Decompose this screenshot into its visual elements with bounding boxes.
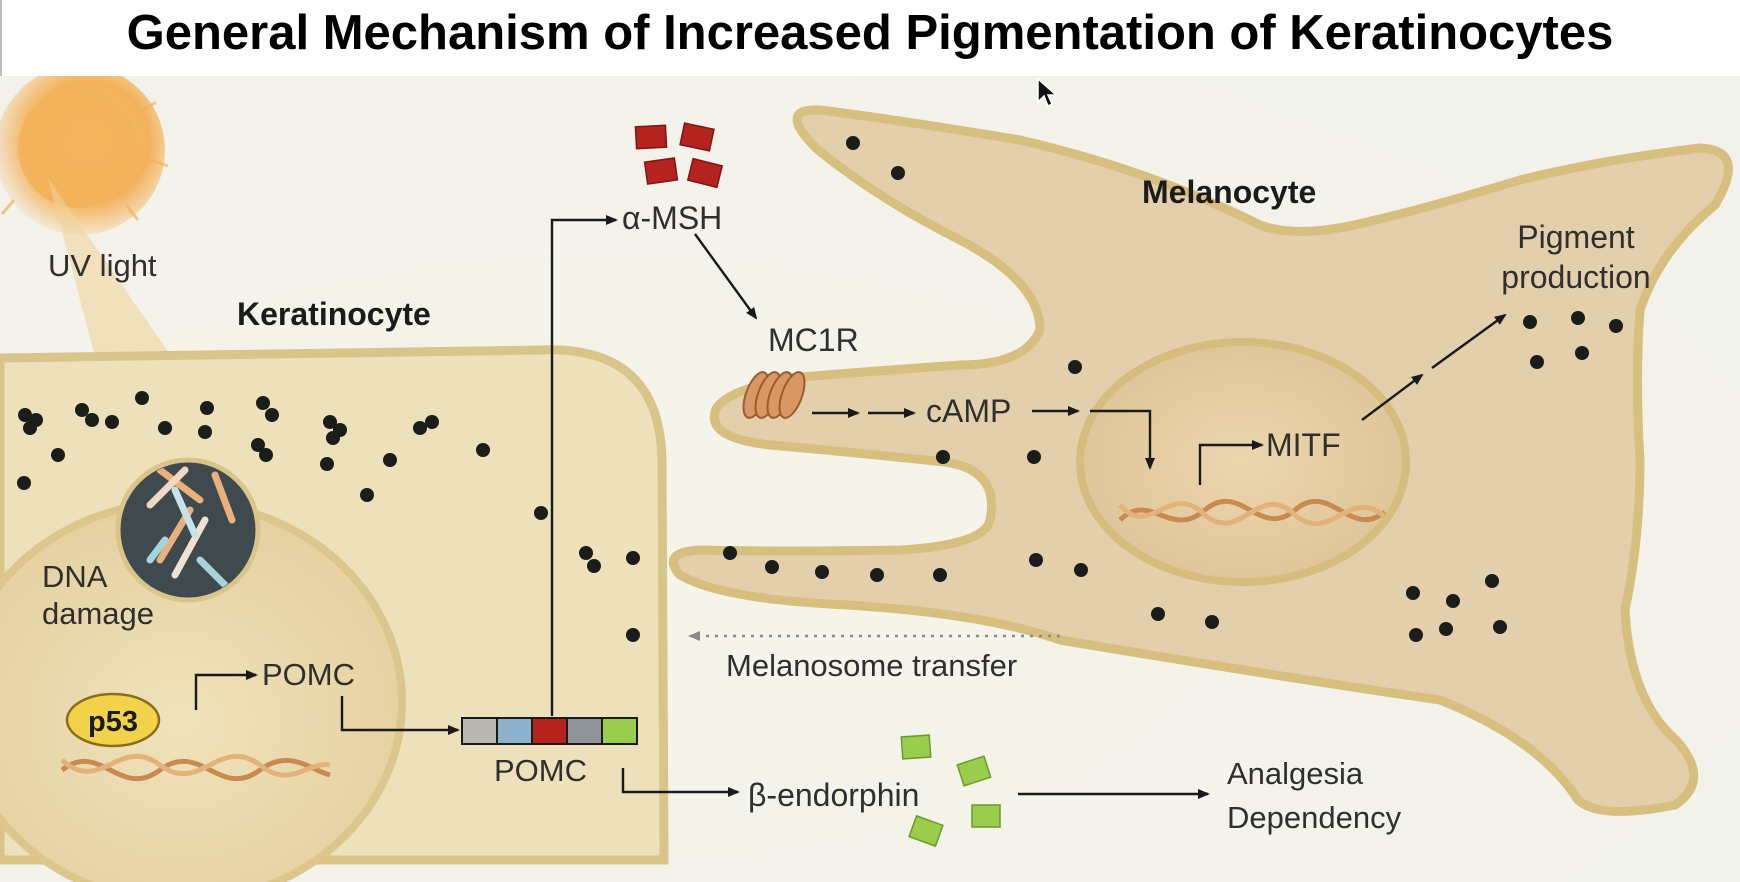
melanocyte-melanosomes: [723, 136, 1623, 642]
melanocyte-dna-helix: [1118, 498, 1387, 527]
melanocyte-nucleus: [1076, 338, 1410, 586]
beta-endorphin-label: β-endorphin: [748, 777, 919, 813]
diagram-panel: p53: [0, 76, 1740, 882]
dna-damage-label-line2: damage: [42, 596, 154, 631]
uv-light-label: UV light: [48, 248, 157, 283]
dna-damage-label-line1: DNA: [42, 559, 108, 594]
beta-endorphin-molecules: [900, 734, 1001, 848]
dependency-label: Dependency: [1227, 800, 1402, 835]
mitf-label: MITF: [1266, 427, 1341, 463]
p53-badge: [65, 692, 161, 748]
p53-label: p53: [88, 706, 138, 738]
melanosome-transfer-label: Melanosome transfer: [726, 648, 1017, 683]
mechanism-diagram: p53: [0, 76, 1740, 882]
mouse-cursor-icon: [1037, 78, 1057, 108]
alpha-msh-molecules: [634, 122, 724, 189]
pigment-production-label-line2: production: [1501, 259, 1650, 295]
dna-damage-icon: [115, 457, 261, 603]
keratinocyte-melanosomes: [17, 391, 640, 642]
keratinocyte-dna-helix: [60, 753, 331, 782]
melanocyte-label: Melanocyte: [1142, 174, 1316, 210]
pomc-protein-bar: [461, 717, 638, 745]
camp-label: cAMP: [926, 393, 1011, 429]
slide-title: General Mechanism of Increased Pigmentat…: [126, 6, 1614, 60]
pomc-gene-label: POMC: [262, 657, 355, 692]
pomc-protein-label: POMC: [494, 753, 587, 788]
alpha-msh-label: α-MSH: [622, 200, 722, 236]
keratinocyte-label: Keratinocyte: [237, 296, 431, 332]
pathway-arrows: [194, 215, 1507, 799]
mc1r-label: MC1R: [768, 322, 859, 358]
receptor-icon: [742, 371, 806, 419]
pigment-production-label-line1: Pigment: [1517, 219, 1635, 255]
analgesia-label: Analgesia: [1227, 756, 1364, 791]
